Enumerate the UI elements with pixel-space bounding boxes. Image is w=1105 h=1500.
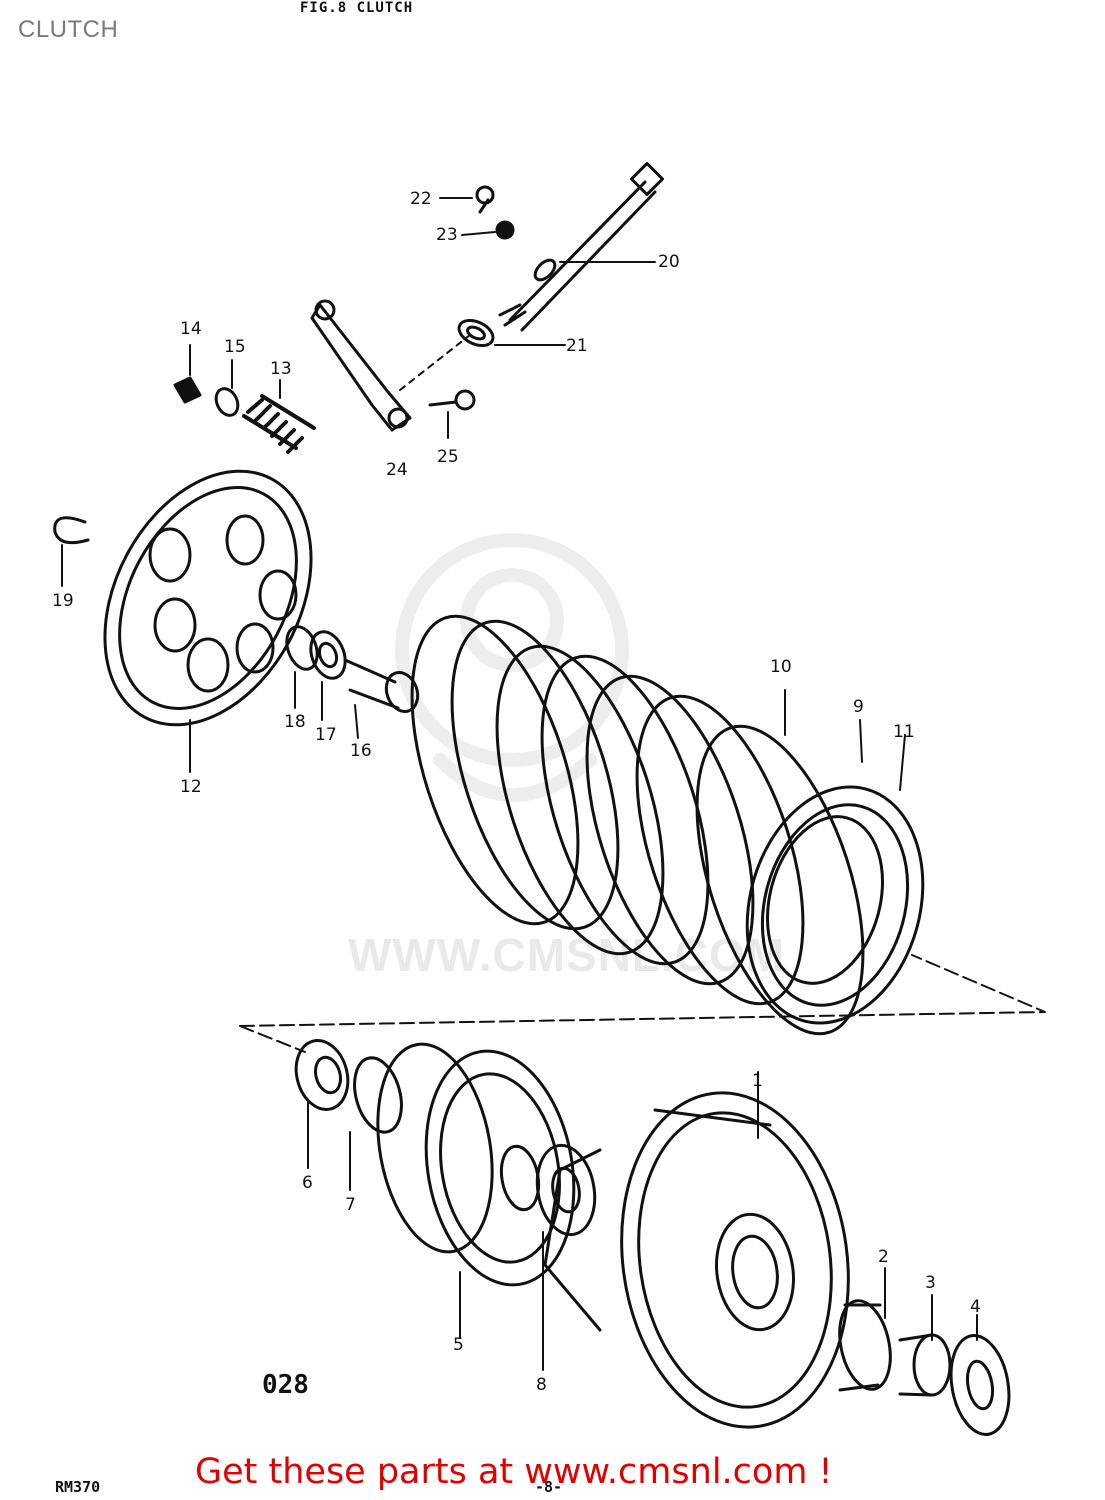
callout-8: 8 xyxy=(536,1375,547,1395)
callout-25: 25 xyxy=(437,447,459,467)
part-23-o-ring xyxy=(495,220,515,240)
callout-14: 14 xyxy=(180,319,202,339)
callout-4: 4 xyxy=(970,1297,981,1317)
assembly-guide xyxy=(239,954,1046,1053)
part-17-bearing xyxy=(309,630,347,680)
part-18-washer xyxy=(285,625,319,671)
page-mark: -8- xyxy=(535,1478,563,1496)
leaders-9-11 xyxy=(784,689,906,791)
callout-1: 1 xyxy=(752,1071,763,1091)
callout-2: 2 xyxy=(878,1247,889,1267)
plate-stack-10-11 xyxy=(410,614,925,1036)
part-21-seal xyxy=(457,318,495,348)
leaders-22-23 xyxy=(439,197,496,236)
callout-11: 11 xyxy=(893,722,915,742)
watermark-text: WWW.CMSNL.COM xyxy=(348,929,786,981)
part-24-release-lever xyxy=(310,299,412,432)
callout-numbers: 1 2 3 4 5 6 7 8 9 10 11 12 13 14 15 16 1… xyxy=(52,189,981,1395)
callout-10: 10 xyxy=(770,657,792,677)
page-title: CLUTCH xyxy=(18,16,119,43)
part-7-lock-washer xyxy=(353,1056,403,1134)
part-16-push-piece xyxy=(343,658,420,713)
figure-label: FIG.8 CLUTCH xyxy=(300,0,414,16)
callout-15: 15 xyxy=(224,337,246,357)
callout-20: 20 xyxy=(658,252,680,272)
model-code: RM370 xyxy=(55,1478,101,1496)
part-15-washer xyxy=(214,387,240,417)
callout-19: 19 xyxy=(52,591,74,611)
callout-21: 21 xyxy=(566,336,588,356)
callout-18: 18 xyxy=(284,712,306,732)
part-4-thrust-washer xyxy=(949,1334,1011,1436)
cta-link[interactable]: Get these parts at www.cmsnl.com ! xyxy=(195,1452,833,1492)
diagram-code: 028 xyxy=(262,1370,309,1400)
callout-9: 9 xyxy=(853,697,864,717)
callout-23: 23 xyxy=(436,225,458,245)
callout-17: 17 xyxy=(315,725,337,745)
part-1-clutch-housing xyxy=(543,1091,850,1429)
part-3-spacer xyxy=(898,1333,952,1397)
part-6-nut xyxy=(294,1039,350,1111)
part-13-spring xyxy=(242,394,316,454)
centerline-24 xyxy=(399,334,471,391)
callout-13: 13 xyxy=(270,359,292,379)
callout-16: 16 xyxy=(350,741,372,761)
callout-6: 6 xyxy=(302,1173,313,1193)
leaders-16-18 xyxy=(294,671,359,739)
part-5-sleeve-hub xyxy=(376,1042,576,1287)
watermark-logo xyxy=(395,533,629,802)
callout-24: 24 xyxy=(386,460,408,480)
leaders-13-15 xyxy=(189,344,281,399)
callout-5: 5 xyxy=(453,1335,464,1355)
callout-12: 12 xyxy=(180,777,202,797)
callout-3: 3 xyxy=(925,1273,936,1293)
callout-7: 7 xyxy=(345,1195,356,1215)
part-20-release-shaft xyxy=(498,161,665,332)
part-25-bolt xyxy=(428,389,476,411)
part-19-circlip xyxy=(53,516,90,545)
part-12-pressure-plate xyxy=(103,469,313,727)
callout-22: 22 xyxy=(410,189,432,209)
part-22-bolt xyxy=(475,185,495,214)
part-14-screw xyxy=(173,376,202,404)
part-2-needle-bearing xyxy=(838,1299,892,1392)
